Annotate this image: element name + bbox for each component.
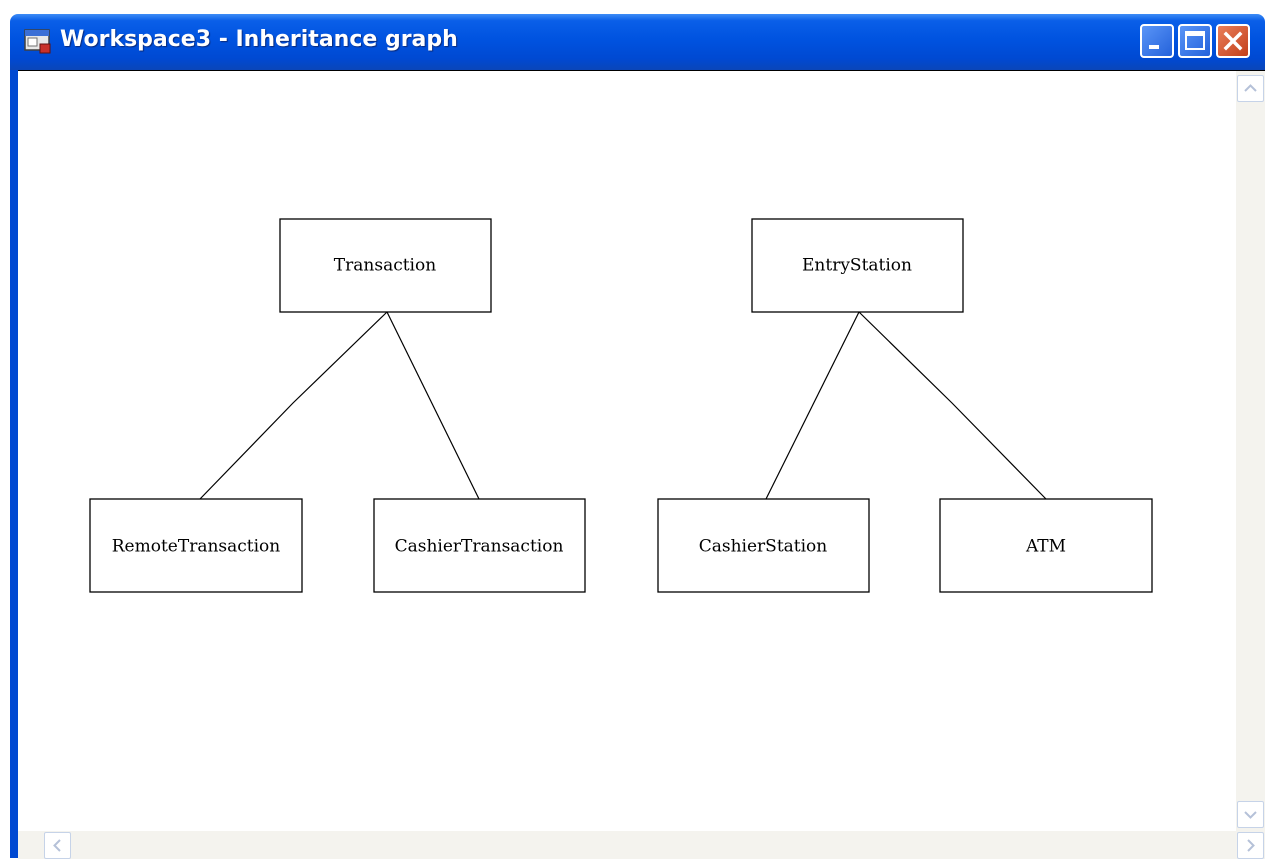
scroll-down-button[interactable] xyxy=(1237,801,1264,828)
node-label-atm: ATM xyxy=(1025,537,1066,557)
node-label-entry-station: EntryStation xyxy=(802,256,912,276)
app-window-icon xyxy=(24,29,51,54)
node-remote-transaction[interactable]: RemoteTransaction xyxy=(89,498,303,593)
chevron-left-icon xyxy=(53,839,61,852)
minimize-button[interactable] xyxy=(1140,24,1174,58)
edge-entry-station-atm xyxy=(858,311,1047,500)
scrollbar-corner xyxy=(1236,831,1265,859)
node-transaction[interactable]: Transaction xyxy=(279,218,492,313)
node-entry-station[interactable]: EntryStation xyxy=(751,218,964,313)
close-button[interactable] xyxy=(1216,24,1250,58)
scroll-right-button[interactable] xyxy=(1237,832,1264,859)
title-bar[interactable]: Workspace3 - Inheritance graph xyxy=(10,14,1265,70)
chevron-down-icon xyxy=(1244,811,1257,819)
node-label-remote-transaction: RemoteTransaction xyxy=(112,537,281,557)
node-label-cashier-station: CashierStation xyxy=(699,537,828,557)
chevron-right-icon xyxy=(1247,839,1255,852)
chevron-up-icon xyxy=(1244,84,1257,92)
window-frame-left xyxy=(10,70,18,858)
node-label-transaction: Transaction xyxy=(334,256,436,276)
node-cashier-station[interactable]: CashierStation xyxy=(657,498,870,593)
vertical-scrollbar[interactable] xyxy=(1236,71,1265,831)
window-title: Workspace3 - Inheritance graph xyxy=(60,27,458,52)
edge-transaction-cashier-transaction xyxy=(386,311,480,500)
close-icon xyxy=(1223,31,1243,51)
scroll-left-button[interactable] xyxy=(44,832,71,859)
minimize-icon xyxy=(1149,45,1159,49)
node-atm[interactable]: ATM xyxy=(939,498,1153,593)
edge-transaction-remote-transaction xyxy=(199,311,388,500)
scroll-up-button[interactable] xyxy=(1237,75,1264,102)
node-label-cashier-transaction: CashierTransaction xyxy=(395,537,564,557)
inheritance-graph-window: Workspace3 - Inheritance graph xyxy=(10,14,1265,859)
maximize-button[interactable] xyxy=(1178,24,1212,58)
maximize-icon xyxy=(1185,31,1205,50)
edge-entry-station-cashier-station xyxy=(765,311,860,500)
inheritance-graph: Transaction EntryStation RemoteTransacti… xyxy=(89,218,1153,593)
node-cashier-transaction[interactable]: CashierTransaction xyxy=(373,498,586,593)
horizontal-scrollbar[interactable] xyxy=(18,831,1236,859)
graph-canvas[interactable]: Transaction EntryStation RemoteTransacti… xyxy=(18,70,1265,859)
